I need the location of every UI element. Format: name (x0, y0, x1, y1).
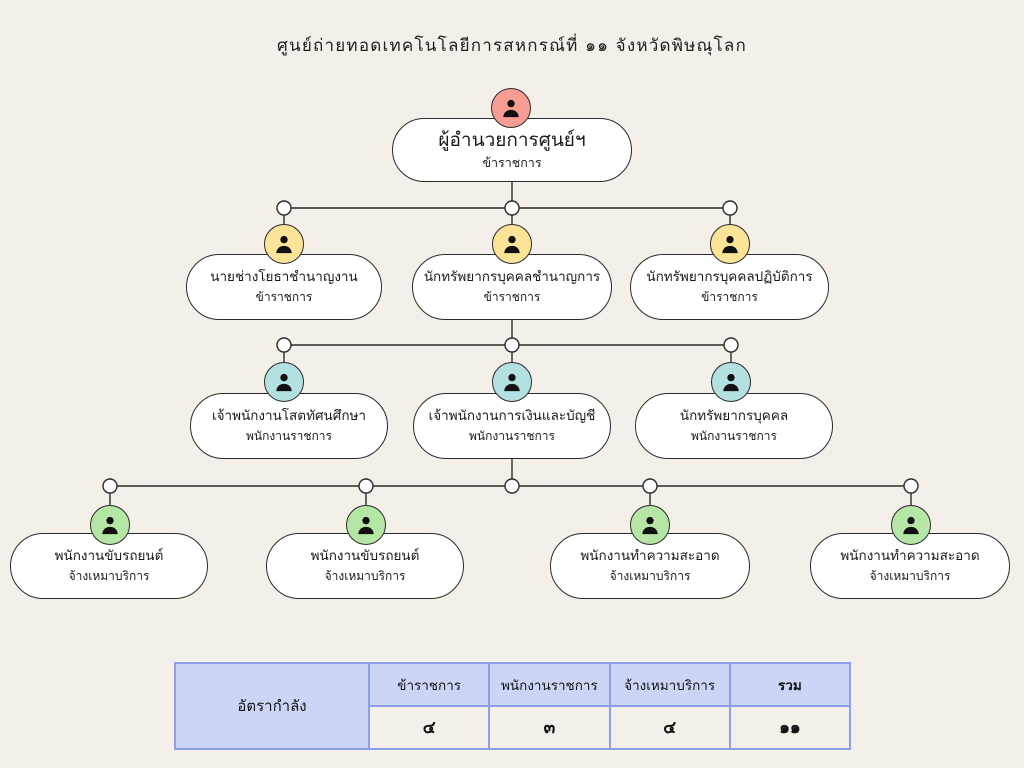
page-title: ศูนย์ถ่ายทอดเทคโนโลยีการสหกรณ์ที่ ๑๑ จัง… (277, 36, 747, 56)
org-node-kind: จ้างเหมาบริการ (68, 568, 150, 583)
org-node-role: พนักงานทำความสะอาด (840, 548, 980, 565)
org-node-kind: จ้างเหมาบริการ (869, 568, 951, 583)
person-icon (630, 505, 670, 545)
person-icon (710, 224, 750, 264)
org-node-civil-engineer[interactable]: นายช่างโยธาชำนาญงาน ข้าราชการ (186, 254, 382, 320)
value-cell-contract-service: ๔ (608, 705, 731, 750)
person-icon (264, 224, 304, 264)
header-cell-government-employee: พนักงานราชการ (488, 662, 611, 707)
org-node-hr-practitioner[interactable]: นักทรัพยากรบุคคลปฏิบัติการ ข้าราชการ (630, 254, 829, 320)
org-node-director[interactable]: ผู้อำนวยการศูนย์ฯ ข้าราชการ (392, 118, 632, 182)
staffing-label-cell: อัตรากำลัง (174, 662, 370, 750)
person-icon (492, 362, 532, 402)
person-icon (711, 362, 751, 402)
org-node-role: นายช่างโยธาชำนาญงาน (210, 269, 358, 286)
org-node-kind: ข้าราชการ (482, 155, 542, 171)
org-node-audiovisual-officer[interactable]: เจ้าพนักงานโสตทัศนศึกษา พนักงานราชการ (190, 393, 388, 459)
table-row: ๔ ๓ ๔ ๑๑ (175, 705, 852, 750)
person-icon (346, 505, 386, 545)
table-row: อัตรากำลัง ข้าราชการ พนักงานราชการ จ้างเ… (174, 662, 852, 750)
org-node-role: พนักงานขับรถยนต์ (54, 548, 164, 565)
org-node-role: นักทรัพยากรบุคคลชำนาญการ (423, 269, 601, 286)
person-icon (491, 88, 531, 128)
value-cell-civil-servant: ๔ (367, 705, 491, 750)
org-node-role: เจ้าพนักงานโสตทัศนศึกษา (212, 408, 366, 425)
value-cell-government-employee: ๓ (488, 705, 611, 750)
org-node-finance-officer[interactable]: เจ้าพนักงานการเงินและบัญชี พนักงานราชการ (413, 393, 611, 459)
org-node-kind: จ้างเหมาบริการ (609, 568, 691, 583)
org-node-kind: ข้าราชการ (483, 289, 541, 304)
org-node-kind: พนักงานราชการ (469, 428, 555, 443)
org-node-role: เจ้าพนักงานการเงินและบัญชี (428, 408, 596, 425)
person-icon (492, 224, 532, 264)
org-node-role: นักทรัพยากรบุคคลปฏิบัติการ (646, 269, 813, 286)
value-cell-total: ๑๑ (728, 705, 852, 750)
header-cell-civil-servant: ข้าราชการ (367, 662, 491, 707)
header-cell-contract-service: จ้างเหมาบริการ (608, 662, 731, 707)
org-node-hr-professional[interactable]: นักทรัพยากรบุคคลชำนาญการ ข้าราชการ (412, 254, 612, 320)
person-icon (891, 505, 931, 545)
org-node-kind: จ้างเหมาบริการ (324, 568, 406, 583)
org-node-role: พนักงานทำความสะอาด (580, 548, 720, 565)
org-node-kind: พนักงานราชการ (691, 428, 777, 443)
org-node-role: พนักงานขับรถยนต์ (310, 548, 420, 565)
org-node-kind: ข้าราชการ (255, 289, 313, 304)
org-node-kind: ข้าราชการ (701, 289, 758, 304)
org-node-hr-officer[interactable]: นักทรัพยากรบุคคล พนักงานราชการ (635, 393, 833, 459)
staffing-summary-table: อัตรากำลัง ข้าราชการ พนักงานราชการ จ้างเ… (174, 662, 852, 750)
person-icon (264, 362, 304, 402)
header-cell-total: รวม (728, 662, 852, 707)
org-node-role: ผู้อำนวยการศูนย์ฯ (438, 128, 586, 151)
org-node-role: นักทรัพยากรบุคคล (679, 408, 789, 425)
org-node-driver-2[interactable]: พนักงานขับรถยนต์ จ้างเหมาบริการ (266, 533, 464, 599)
person-icon (90, 505, 130, 545)
org-node-kind: พนักงานราชการ (246, 428, 332, 443)
